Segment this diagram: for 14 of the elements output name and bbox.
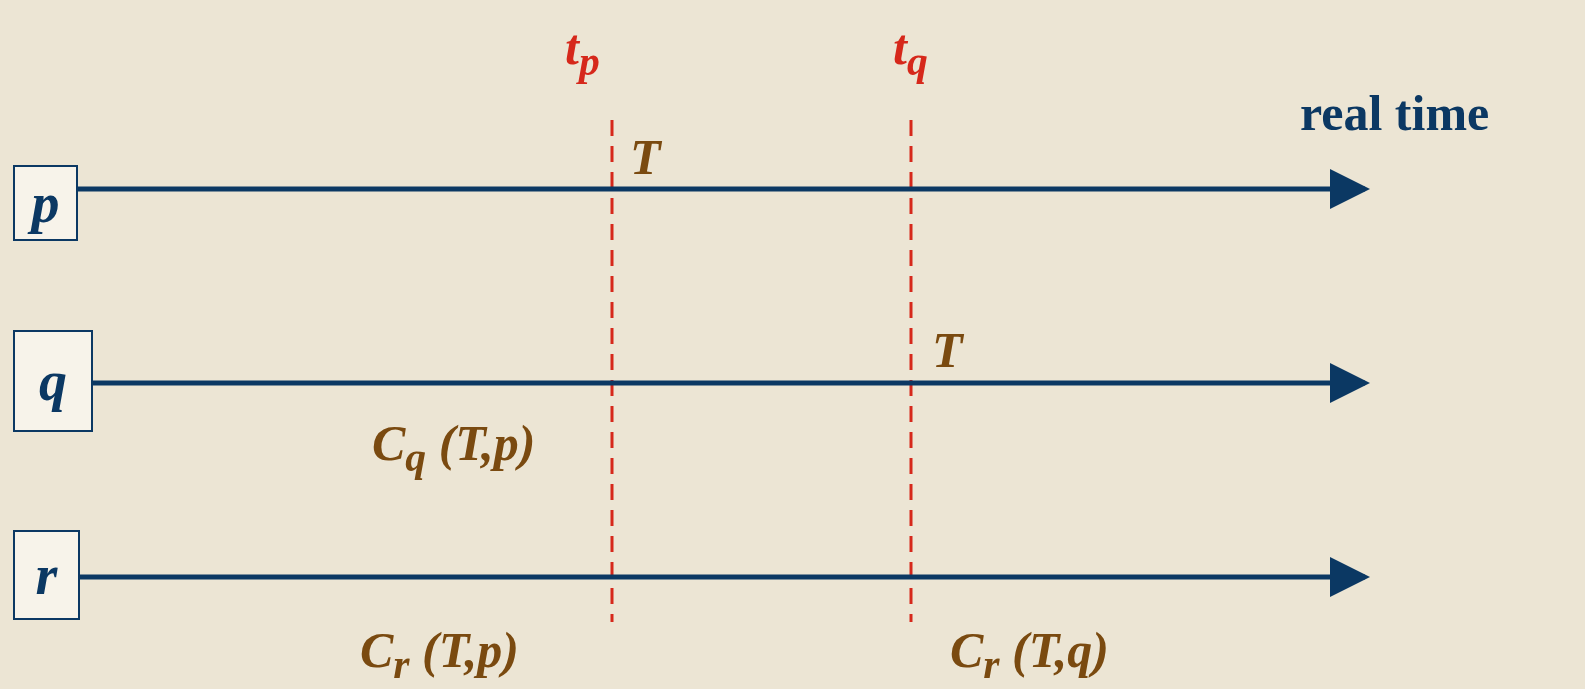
clock-value-label: T (630, 132, 661, 182)
process-box: p (13, 165, 78, 241)
clock-reading-label: C$_{r}$ (T,p) (360, 625, 519, 686)
clock-reading-label: C$_{q}$ (T,p) (372, 418, 536, 479)
time-label: t$_{p}$ (565, 22, 600, 83)
timeline-arrow (78, 169, 1370, 209)
axis-label: real time (1300, 88, 1490, 138)
clock-reading-label: C$_{r}$ (T,q) (950, 625, 1109, 686)
process-box: q (13, 330, 93, 432)
timeline-arrow (80, 557, 1370, 597)
clock-value-label: T (932, 325, 963, 375)
process-box: r (13, 530, 80, 620)
timeline-arrow (93, 363, 1370, 403)
time-label: t$_{q}$ (893, 22, 928, 83)
